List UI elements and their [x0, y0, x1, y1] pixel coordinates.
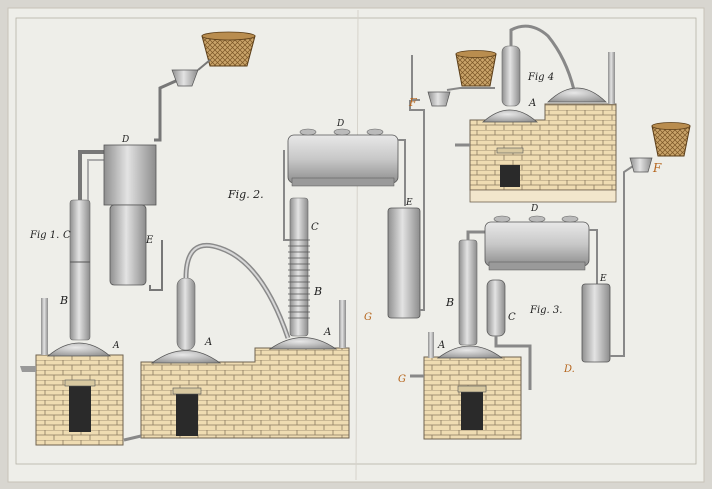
fig2-chimney — [339, 300, 346, 348]
fig1-caption: Fig 1. — [29, 230, 59, 241]
fig4-column — [501, 45, 521, 107]
fig1-firebox — [69, 384, 91, 432]
fig4-label-a: A — [528, 98, 536, 109]
fig1-label-c: C — [63, 230, 71, 241]
fig3-vessel-c — [486, 279, 506, 337]
fig4-label-f: F — [408, 96, 417, 109]
fig2-firebox — [176, 392, 198, 436]
fig2-caption: Fig. 2. — [227, 188, 264, 201]
fig1-label-e: E — [145, 235, 154, 246]
fig2-still-left — [150, 350, 222, 364]
fig4-chimney — [608, 52, 615, 104]
fig2-vessel — [387, 207, 421, 319]
fig3-label-g: G — [398, 374, 406, 385]
fig3-label-d: D — [530, 204, 538, 214]
fig3-label-f: F — [652, 161, 662, 175]
fig3-label-b: B — [445, 296, 454, 309]
fig3-label-c: C — [508, 312, 516, 323]
fig3-chimney — [428, 332, 434, 358]
fig3-column — [458, 239, 478, 346]
fig1-vessel — [109, 204, 147, 286]
figure-4: Fig 4 A F — [408, 24, 617, 203]
fig4-caption: Fig 4 — [527, 72, 554, 83]
fig2-label-b: B — [313, 285, 322, 298]
figure-3: D B A C Fig. 3. E F G D. — [398, 122, 691, 440]
fig3-funnel — [629, 157, 653, 173]
fig1-label-d: D — [121, 135, 129, 145]
fig1-label-b: B — [59, 294, 68, 307]
fig1-still-dome — [46, 342, 112, 357]
fig2-label-a2: A — [323, 327, 331, 338]
fig1-label-a: A — [112, 341, 120, 351]
fig3-label-d2: D. — [563, 364, 575, 375]
fig4-still-left — [481, 109, 539, 123]
fig2-tank — [287, 134, 399, 184]
fig1-column — [69, 199, 91, 341]
fig3-tank — [484, 221, 590, 267]
fig1-funnel — [171, 69, 199, 87]
fig2-label-e: E — [405, 198, 413, 208]
fig3-label-a: A — [437, 340, 445, 351]
fig4-funnel — [427, 91, 451, 107]
fig1-chimney — [41, 298, 48, 355]
figure-2: Fig. 2. D C B A A E G — [123, 100, 425, 442]
fig2-label-g: G — [364, 312, 372, 323]
figure-1: Fig 1. C B A D E — [20, 31, 256, 446]
fig4-still-right — [547, 87, 607, 103]
fig3-basket — [651, 125, 691, 157]
fig2-label-a1: A — [204, 337, 212, 348]
fig3-vessel-e — [581, 283, 611, 363]
fig4-basket — [455, 53, 497, 87]
fig3-label-e: E — [599, 274, 607, 284]
fig2-column — [289, 197, 309, 337]
fig4-firebox — [500, 165, 520, 187]
fig1-basket — [201, 35, 256, 67]
fig1-tank — [103, 144, 157, 206]
fig3-caption: Fig. 3. — [529, 305, 562, 316]
fig2-label-c: C — [311, 222, 319, 233]
fig2-label-d: D — [336, 119, 344, 129]
fig2-still-right — [268, 337, 338, 350]
fig3-firebox — [461, 390, 483, 430]
fig3-still-dome — [436, 345, 504, 359]
